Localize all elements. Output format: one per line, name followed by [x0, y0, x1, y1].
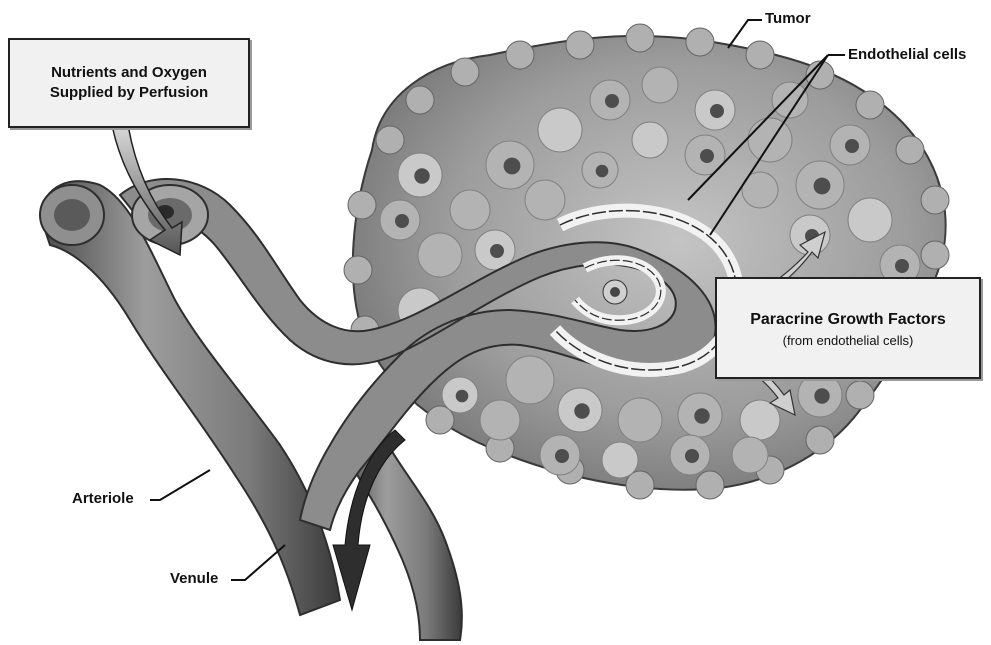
paracrine-callout: Paracrine Growth Factors (from endotheli…: [715, 277, 981, 379]
tumor-surface-bump: [406, 86, 434, 114]
arteriole: [40, 181, 340, 615]
cell-nucleus: [456, 390, 469, 403]
tumor-surface-bump: [451, 58, 479, 86]
tumor-cell: [632, 122, 668, 158]
tumor-surface-bump: [896, 136, 924, 164]
tumor-cell: [480, 400, 520, 440]
tumor-cell: [506, 356, 554, 404]
tumor-cell: [418, 233, 462, 277]
tumor-cell: [538, 108, 582, 152]
tumor-surface-bump: [566, 31, 594, 59]
cell-nucleus: [895, 259, 909, 273]
tumor-surface-bump: [348, 191, 376, 219]
tumor-surface-bump: [806, 61, 834, 89]
tumor-surface-bump: [686, 28, 714, 56]
tumor-surface-bump: [806, 426, 834, 454]
endothelial-label: Endothelial cells: [848, 46, 966, 63]
cell-nucleus: [395, 214, 409, 228]
tumor-surface-bump: [344, 256, 372, 284]
tumor-cell: [450, 190, 490, 230]
cell-nucleus: [414, 168, 429, 183]
arteriole-label: Arteriole: [72, 490, 134, 507]
tumor-surface-bump: [921, 186, 949, 214]
cell-nucleus: [555, 449, 569, 463]
tumor-cell: [848, 198, 892, 242]
nutrients-label-line1: Nutrients and Oxygen: [10, 64, 248, 81]
venule-label: Venule: [170, 570, 218, 587]
cell-nucleus: [605, 94, 619, 108]
tumor-surface-bump: [921, 241, 949, 269]
nutrients-label-line2: Supplied by Perfusion: [10, 84, 248, 101]
tumor-cell: [642, 67, 678, 103]
paracrine-title: Paracrine Growth Factors: [717, 311, 979, 329]
tumor-cell: [602, 442, 638, 478]
cell-nucleus: [814, 388, 829, 403]
cell-nucleus: [574, 403, 589, 418]
tumor-cell: [740, 400, 780, 440]
cell-nucleus: [845, 139, 859, 153]
tumor-label: Tumor: [765, 10, 811, 27]
nutrients-callout: Nutrients and Oxygen Supplied by Perfusi…: [8, 38, 250, 128]
cell-nucleus: [694, 408, 709, 423]
cell-nucleus: [504, 158, 521, 175]
tumor-surface-bump: [696, 471, 724, 499]
cell-nucleus: [814, 178, 831, 195]
cell-nucleus: [700, 149, 714, 163]
tumor-cell: [618, 398, 662, 442]
tumor-cell: [732, 437, 768, 473]
tumor-surface-bump: [846, 381, 874, 409]
cell-nucleus: [685, 449, 699, 463]
tumor-surface-bump: [506, 41, 534, 69]
tumor-surface-bump: [626, 24, 654, 52]
paracrine-subtitle: (from endothelial cells): [717, 333, 979, 348]
tumor-cell: [748, 118, 792, 162]
cell-nucleus: [710, 104, 724, 118]
tumor-surface-bump: [746, 41, 774, 69]
cell-nucleus: [490, 244, 504, 258]
tumor-surface-bump: [376, 126, 404, 154]
tumor-surface-bump: [856, 91, 884, 119]
tumor-cell: [525, 180, 565, 220]
cell-nucleus: [596, 165, 609, 178]
